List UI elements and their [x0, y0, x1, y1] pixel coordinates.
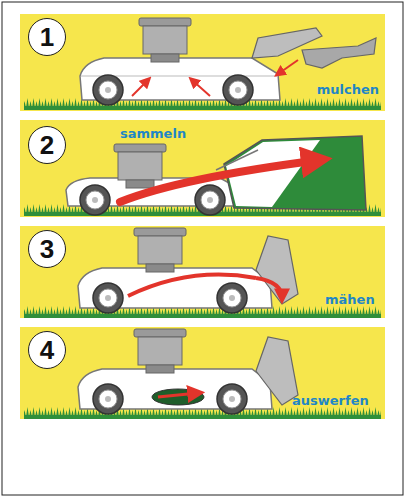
collect-scene — [20, 120, 385, 217]
step-number-badge: 3 — [28, 230, 66, 268]
mode-label: mulchen — [317, 82, 379, 97]
step-number: 3 — [40, 234, 54, 264]
mode-panel: mulchen 1 — [20, 14, 385, 111]
discharge-scene — [20, 327, 385, 419]
step-number: 1 — [40, 22, 54, 52]
mow-scene — [20, 226, 385, 318]
step-number: 4 — [40, 335, 54, 365]
mulch-scene — [20, 14, 385, 111]
mode-label: mähen — [325, 292, 375, 307]
mode-label: auswerfen — [292, 393, 369, 408]
mode-panel: auswerfen 4 — [20, 327, 385, 419]
step-number-badge: 2 — [28, 126, 66, 164]
step-number: 2 — [40, 130, 54, 160]
mode-label: sammeln — [120, 126, 186, 141]
mode-panel: sammeln 2 — [20, 120, 385, 217]
step-number-badge: 4 — [28, 331, 66, 369]
step-number-badge: 1 — [28, 18, 66, 56]
mode-panel: mähen 3 — [20, 226, 385, 318]
